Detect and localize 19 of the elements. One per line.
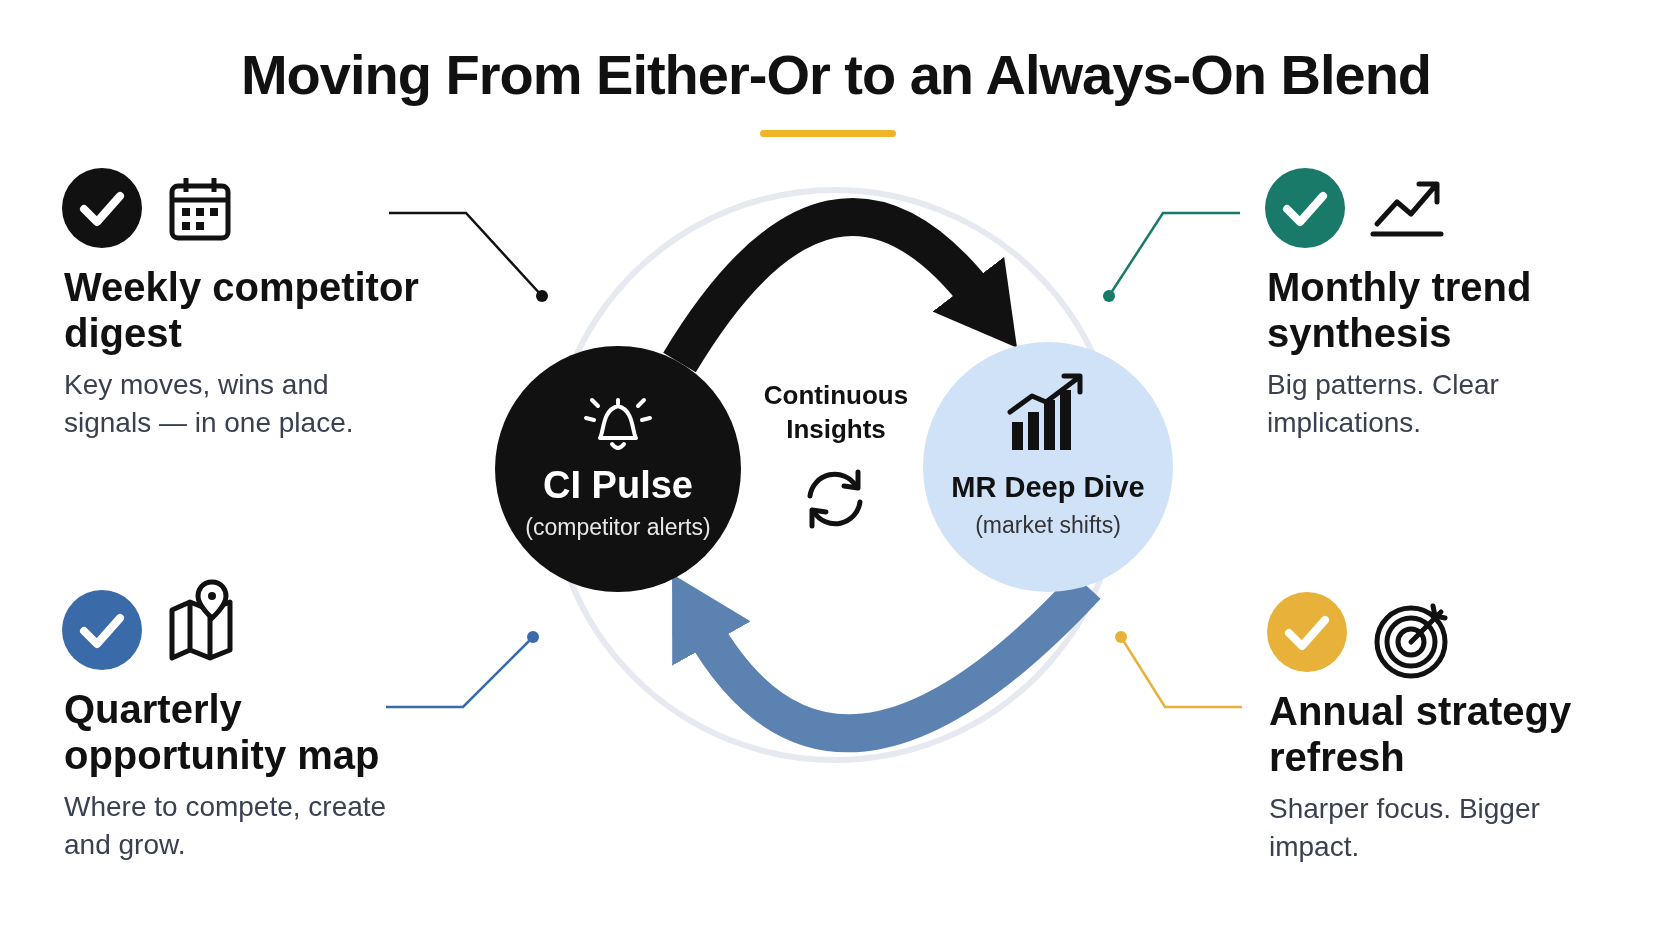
center-label: Continuous Insights: [762, 379, 910, 446]
callout-heading: Weekly competitor digest: [64, 264, 420, 356]
curved-arrow: [663, 198, 1020, 373]
node-subtitle: (competitor alerts): [524, 514, 712, 541]
callout-text: Big patterns. Clear implications.: [1267, 368, 1500, 440]
callout-heading: Quarterly opportunity map: [64, 686, 381, 778]
node-title: CI Pulse: [542, 464, 694, 506]
node-subtitle: (market shifts): [974, 512, 1122, 539]
callout-text: Key moves, wins and signals — in one place.: [64, 368, 355, 440]
callout-text: Sharper focus. Bigger impact.: [1269, 792, 1541, 864]
leader-line: [386, 631, 539, 709]
node-title: MR Deep Dive: [950, 470, 1146, 505]
callout-text: Where to compete, create and grow.: [64, 790, 388, 862]
leader-line: [1115, 631, 1242, 709]
leader-line: [1103, 211, 1240, 302]
title: Moving From Either-Or to an Always-On Blend: [239, 42, 1433, 107]
callout-heading: Annual strategy refresh: [1269, 688, 1573, 780]
callout-heading: Monthly trend synthesis: [1267, 264, 1533, 356]
leader-line: [389, 211, 548, 302]
